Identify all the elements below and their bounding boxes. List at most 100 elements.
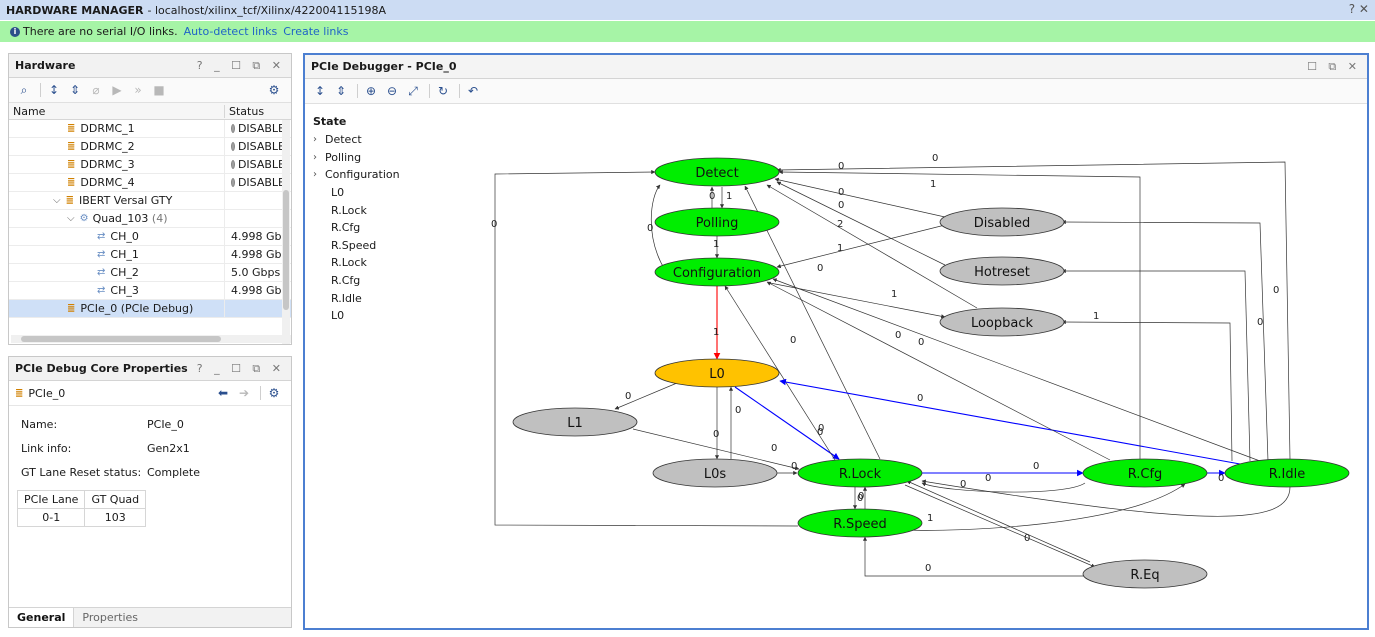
tree-row-ch-0[interactable]: ⇄CH_0 4.998 Gbp bbox=[9, 228, 291, 246]
state-label: R.Cfg bbox=[331, 274, 361, 288]
zoom-fit-icon[interactable]: ⤢ bbox=[408, 83, 418, 98]
state-item[interactable]: R.Idle bbox=[313, 289, 400, 307]
zoom-in-icon[interactable]: ⊕ bbox=[365, 84, 377, 98]
tab-properties[interactable]: Properties bbox=[82, 611, 138, 624]
state-node-loopback[interactable]: Loopback bbox=[939, 307, 1065, 337]
tree-row-label: DDRMC_2 bbox=[80, 140, 135, 153]
state-node-configuration[interactable]: Configuration bbox=[654, 257, 780, 287]
state-node-disabled[interactable]: Disabled bbox=[939, 207, 1065, 237]
horizontal-scrollbar[interactable] bbox=[11, 335, 291, 343]
tree-row-count: (4) bbox=[151, 212, 168, 225]
refresh-icon[interactable]: ↻ bbox=[437, 84, 449, 98]
collapse-all-icon[interactable]: ↕ bbox=[48, 83, 60, 97]
state-item[interactable]: R.Cfg bbox=[313, 272, 400, 290]
expand-all-icon[interactable]: ⇕ bbox=[335, 84, 347, 98]
stop-trigger-icon[interactable]: ■ bbox=[153, 83, 165, 97]
chevron-down-icon[interactable]: ⌵ bbox=[53, 195, 61, 206]
expand-all-icon[interactable]: ⇕ bbox=[69, 83, 81, 97]
status-disabled-icon bbox=[231, 160, 235, 169]
auto-detect-links-link[interactable]: Auto-detect links bbox=[183, 25, 278, 38]
state-node-l0[interactable]: L0 bbox=[654, 358, 780, 388]
gear-icon[interactable]: ⚙ bbox=[268, 386, 280, 400]
tree-row-ddrmc-1[interactable]: ≣DDRMC_1 DISABLE bbox=[9, 120, 291, 138]
edge-label: 1 bbox=[930, 179, 936, 190]
state-item[interactable]: L0 bbox=[313, 184, 400, 202]
tree-row-ddrmc-3[interactable]: ≣DDRMC_3 DISABLE bbox=[9, 156, 291, 174]
state-node-shape[interactable] bbox=[1082, 559, 1208, 589]
state-node-shape[interactable] bbox=[512, 407, 638, 437]
tab-general[interactable]: General bbox=[9, 608, 75, 627]
edge-label: 1 bbox=[713, 327, 719, 338]
state-item[interactable]: L0 bbox=[313, 307, 400, 325]
state-node-shape[interactable] bbox=[797, 508, 923, 538]
gear-icon[interactable]: ⚙ bbox=[268, 83, 280, 97]
state-item[interactable]: ›Configuration bbox=[313, 166, 400, 184]
tree-row-ch-1[interactable]: ⇄CH_1 4.998 Gbp bbox=[9, 246, 291, 264]
tree-row-pcie-0[interactable]: ≣PCIe_0 (PCIe Debug) bbox=[9, 300, 291, 318]
state-node-shape[interactable] bbox=[652, 458, 778, 488]
forward-arrow-icon[interactable]: ➔ bbox=[238, 386, 250, 400]
channel-icon: ⇄ bbox=[97, 231, 106, 242]
tree-row-ddrmc-4[interactable]: ≣DDRMC_4 DISABLE bbox=[9, 174, 291, 192]
col-name-header[interactable]: Name bbox=[9, 104, 225, 118]
edge-label: 0 bbox=[1257, 317, 1263, 328]
state-item[interactable]: R.Speed bbox=[313, 237, 400, 255]
vertical-scrollbar[interactable] bbox=[282, 120, 290, 344]
state-node-shape[interactable] bbox=[797, 458, 923, 488]
zoom-out-icon[interactable]: ⊖ bbox=[386, 84, 398, 98]
state-node-rlock[interactable]: R.Lock bbox=[797, 458, 923, 488]
tree-row-quad-103[interactable]: ⌵⚙Quad_103 (4) bbox=[9, 210, 291, 228]
tree-row-ddrmc-2[interactable]: ≣DDRMC_2 DISABLE bbox=[9, 138, 291, 156]
debugger-panel-controls[interactable]: ☐ ⧉ ✕ bbox=[1307, 59, 1361, 73]
state-node-shape[interactable] bbox=[654, 257, 780, 287]
hardware-panel-controls[interactable]: ? _ ☐ ⧉ ✕ bbox=[196, 58, 285, 72]
properties-panel-controls[interactable]: ? _ ☐ ⧉ ✕ bbox=[196, 361, 285, 375]
state-node-shape[interactable] bbox=[1082, 458, 1208, 488]
state-node-l1[interactable]: L1 bbox=[512, 407, 638, 437]
chevron-down-icon[interactable]: ⌵ bbox=[67, 213, 75, 224]
state-node-shape[interactable] bbox=[654, 157, 780, 187]
create-links-link[interactable]: Create links bbox=[283, 25, 349, 38]
state-node-rspeed[interactable]: R.Speed bbox=[797, 508, 923, 538]
window-controls[interactable]: ? ✕ bbox=[1348, 2, 1369, 16]
state-item[interactable]: R.Lock bbox=[313, 254, 400, 272]
state-node-shape[interactable] bbox=[654, 207, 780, 237]
collapse-all-icon[interactable]: ↕ bbox=[314, 84, 326, 98]
run-trigger-immediate-icon[interactable]: » bbox=[134, 83, 142, 97]
state-item[interactable]: ›Detect bbox=[313, 131, 400, 149]
properties-toolbar: ≣ PCIe_0 ⬅ ➔ ⚙ bbox=[9, 381, 291, 406]
tree-row-ch-2[interactable]: ⇄CH_2 5.0 Gbps bbox=[9, 264, 291, 282]
chevron-right-icon[interactable]: › bbox=[313, 134, 317, 146]
back-arrow-icon[interactable]: ⬅ bbox=[217, 386, 229, 400]
reset-icon[interactable]: ↶ bbox=[467, 84, 479, 98]
prop-value: PCIe_0 bbox=[147, 417, 184, 431]
state-node-req[interactable]: R.Eq bbox=[1082, 559, 1208, 589]
state-node-shape[interactable] bbox=[939, 307, 1065, 337]
tree-row-ibert[interactable]: ⌵≣IBERT Versal GTY bbox=[9, 192, 291, 210]
state-item[interactable]: ›Polling bbox=[313, 149, 400, 167]
state-item[interactable]: R.Lock bbox=[313, 201, 400, 219]
state-node-ridle[interactable]: R.Idle bbox=[1224, 458, 1350, 488]
edge-rspeed-to-l0s bbox=[904, 483, 1186, 531]
state-node-shape[interactable] bbox=[654, 358, 780, 388]
info-icon: i bbox=[10, 26, 20, 37]
chevron-right-icon[interactable]: › bbox=[313, 151, 317, 163]
run-trigger-icon[interactable]: ▶ bbox=[112, 83, 122, 97]
state-node-rcfg[interactable]: R.Cfg bbox=[1082, 458, 1208, 488]
col-status-header[interactable]: Status bbox=[229, 104, 265, 118]
state-node-detect[interactable]: Detect bbox=[654, 157, 780, 187]
state-node-l0s[interactable]: L0s bbox=[652, 458, 778, 488]
tree-row-ch-3[interactable]: ⇄CH_3 4.998 Gbp bbox=[9, 282, 291, 300]
channel-icon: ⇄ bbox=[97, 285, 106, 296]
auto-connect-icon[interactable]: ⌀ bbox=[92, 83, 100, 97]
state-node-hotreset[interactable]: Hotreset bbox=[939, 256, 1065, 286]
state-node-shape[interactable] bbox=[1224, 458, 1350, 488]
tree-row-label: DDRMC_4 bbox=[80, 176, 135, 189]
state-label: R.Lock bbox=[331, 256, 367, 270]
state-node-shape[interactable] bbox=[939, 256, 1065, 286]
state-node-polling[interactable]: Polling bbox=[654, 207, 780, 237]
chevron-right-icon[interactable]: › bbox=[313, 169, 317, 181]
state-node-shape[interactable] bbox=[939, 207, 1065, 237]
search-icon[interactable]: ⌕ bbox=[20, 82, 28, 97]
state-item[interactable]: R.Cfg bbox=[313, 219, 400, 237]
